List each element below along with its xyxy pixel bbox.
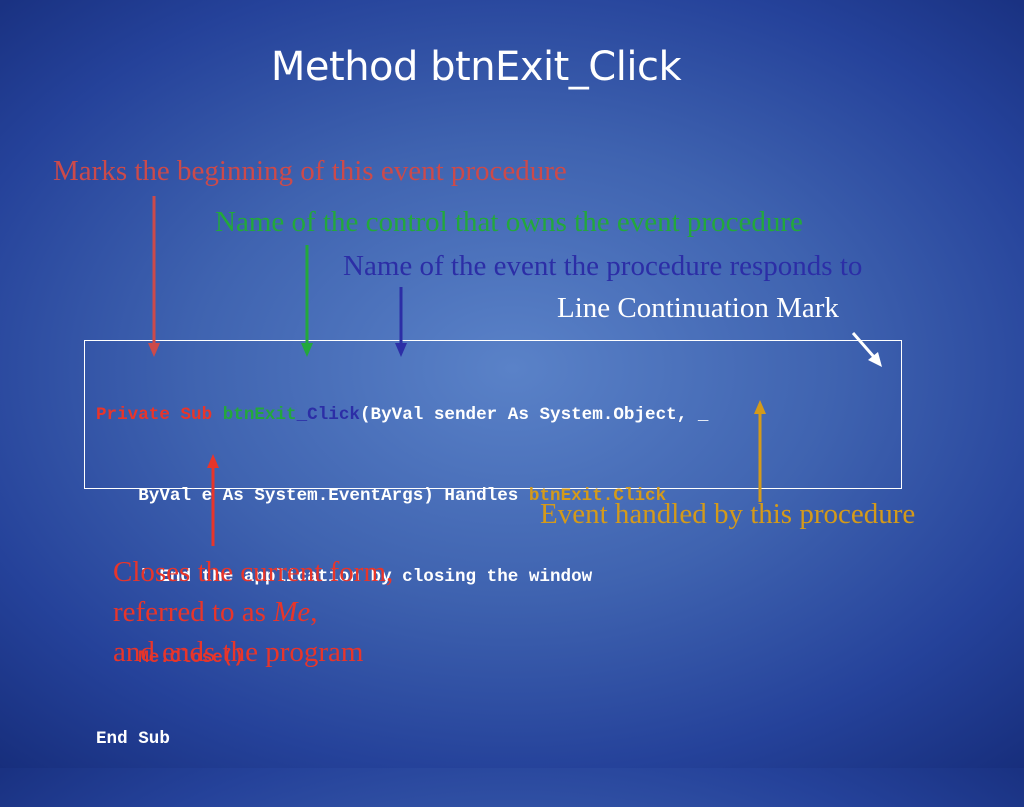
- code-line-1: Private Sub btnExit_Click(ByVal sender A…: [96, 402, 901, 429]
- annotation-me-close-line-2: referred to as Me,: [113, 592, 393, 632]
- slide-title: Method btnExit_Click: [270, 44, 682, 90]
- annotation-me-keyword: Me: [273, 596, 311, 628]
- annotation-me-close-line-2-comma: ,: [310, 596, 318, 628]
- code-line-5: End Sub: [96, 729, 170, 749]
- code-parameters-continued: ByVal e As System.EventArgs) Handles: [96, 486, 529, 506]
- annotation-me-close-line-3: and ends the program: [113, 636, 364, 668]
- arrow-begin: [148, 196, 160, 357]
- annotation-me-close: Closes the current form, referred to as …: [113, 552, 393, 672]
- code-parameters: (ByVal sender As System.Object, _: [359, 405, 709, 425]
- code-control-name: btnExit: [222, 405, 297, 425]
- code-handled-event: btnExit.Click: [528, 486, 667, 506]
- annotation-event-handled: Event handled by this procedure: [540, 498, 916, 530]
- code-keywords-private-sub: Private Sub: [96, 405, 223, 425]
- code-event-name: _Click: [296, 405, 360, 425]
- annotation-event-name: Name of the event the procedure responds…: [343, 250, 863, 282]
- code-block: Private Sub btnExit_Click(ByVal sender A…: [84, 340, 902, 749]
- annotation-me-close-line-1: Closes the current form,: [113, 556, 394, 588]
- code-me-close-call: Me.Close(): [138, 648, 244, 668]
- annotation-me-close-line-2-text: referred to as: [113, 596, 274, 628]
- annotation-procedure-begin: Marks the beginning of this event proced…: [53, 155, 567, 187]
- code-line-2: ByVal e As System.EventArgs) Handles btn…: [96, 483, 901, 510]
- annotation-control-name: Name of the control that owns the event …: [215, 206, 803, 238]
- code-line-4: Me.Close(): [96, 645, 901, 672]
- code-line-3: ' End the application by closing the win…: [96, 567, 593, 587]
- annotation-line-continuation: Line Continuation Mark: [557, 292, 839, 324]
